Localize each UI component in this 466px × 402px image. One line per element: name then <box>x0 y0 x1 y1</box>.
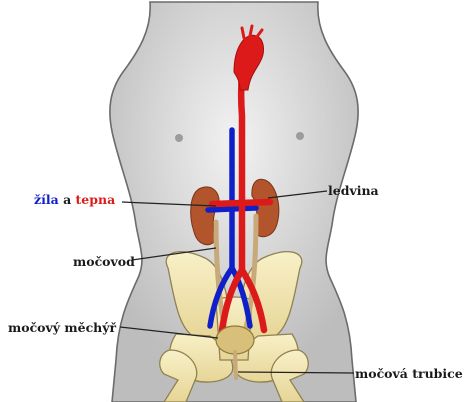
label-veins: žíla <box>34 192 59 207</box>
right-nipple <box>296 132 304 140</box>
urethra <box>235 352 236 378</box>
left-nipple <box>175 134 183 142</box>
label-conjunction: a <box>63 192 71 207</box>
label-veins-arteries: žíla a tepna <box>34 192 115 207</box>
label-ureter: močovod <box>73 254 135 269</box>
label-urethra: močová trubice <box>355 366 463 381</box>
label-kidney: ledvina <box>328 183 379 198</box>
label-bladder: močový měchýř <box>8 320 116 335</box>
label-arteries: tepna <box>76 192 116 207</box>
bladder <box>216 326 254 354</box>
